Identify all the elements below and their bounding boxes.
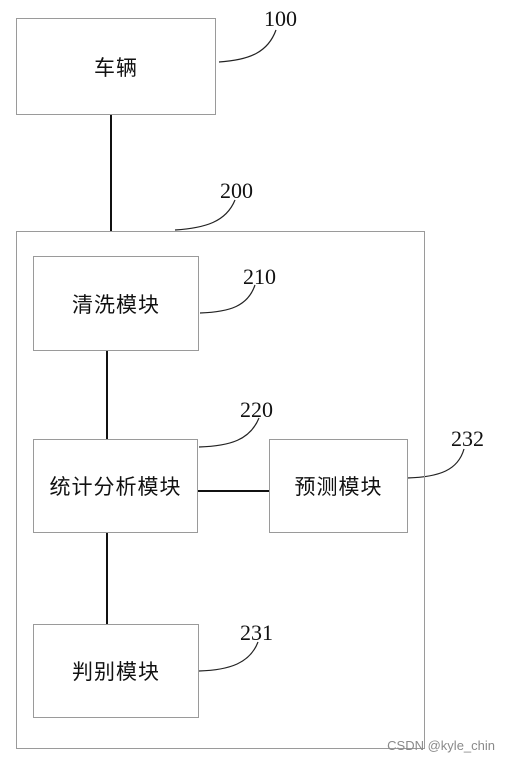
prediction-module-label: 预测模块 <box>294 475 383 499</box>
analysis-module-box: 统计分析模块 <box>33 439 198 533</box>
cleaning-module-ref: 210 <box>243 264 276 289</box>
system-ref: 200 <box>220 178 253 203</box>
watermark: CSDN @kyle_chin <box>387 738 495 753</box>
judgment-module-ref: 231 <box>240 620 273 645</box>
leader-100 <box>218 29 277 63</box>
leader-210 <box>199 284 256 314</box>
cleaning-module-label: 清洗模块 <box>72 292 160 317</box>
vehicle-label: 车辆 <box>94 55 138 80</box>
leader-232 <box>406 448 465 479</box>
cleaning-module-box: 清洗模块 <box>33 256 199 351</box>
prediction-module-ref: 232 <box>451 426 484 451</box>
vehicle-ref: 100 <box>264 6 297 31</box>
analysis-module-label: 统计分析模块 <box>49 475 182 499</box>
analysis-module-ref: 220 <box>240 397 273 422</box>
vehicle-box: 车辆 <box>16 18 216 115</box>
leader-200 <box>174 199 236 231</box>
prediction-module-box: 预测模块 <box>269 439 408 533</box>
leader-231 <box>198 641 259 672</box>
judgment-module-label: 判别模块 <box>72 660 160 684</box>
system-box <box>16 231 425 749</box>
leader-220 <box>198 417 260 448</box>
judgment-module-box: 判别模块 <box>33 624 199 718</box>
